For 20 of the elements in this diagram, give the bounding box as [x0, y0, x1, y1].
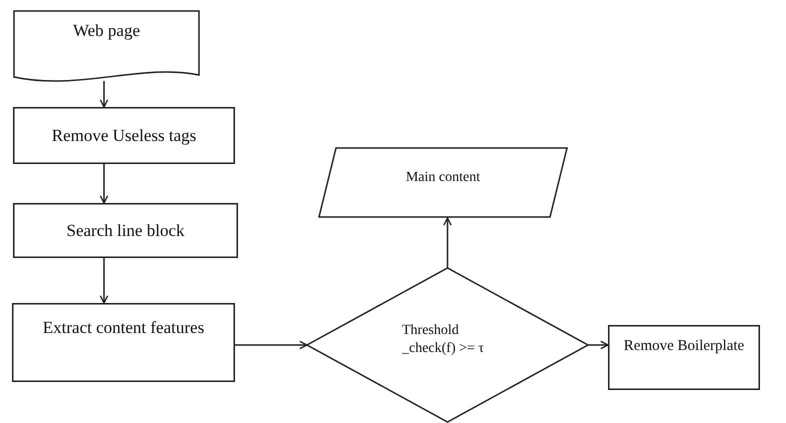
- decision-diamond: [307, 268, 588, 422]
- node-label: Remove Useless tags: [50, 125, 198, 146]
- process-box: [12, 303, 235, 382]
- node-label: Web page: [72, 20, 142, 42]
- arrow: [100, 81, 108, 108]
- node-label: Main content: [404, 169, 482, 186]
- process-box: [608, 325, 760, 390]
- node-label: Extract content features: [42, 317, 206, 338]
- arrow: [443, 217, 452, 268]
- process-box: [13, 203, 238, 258]
- document-shape: [13, 10, 200, 85]
- node-label: Threshold _check(f) >= τ: [400, 322, 486, 357]
- arrow: [235, 340, 308, 350]
- arrow: [588, 340, 609, 350]
- process-box: [13, 107, 235, 164]
- arrow: [100, 258, 108, 304]
- node-label: Remove Boilerplate: [622, 337, 746, 356]
- node-label: Search line block: [65, 220, 186, 242]
- arrow: [100, 164, 108, 204]
- data-parallelogram: [318, 147, 568, 218]
